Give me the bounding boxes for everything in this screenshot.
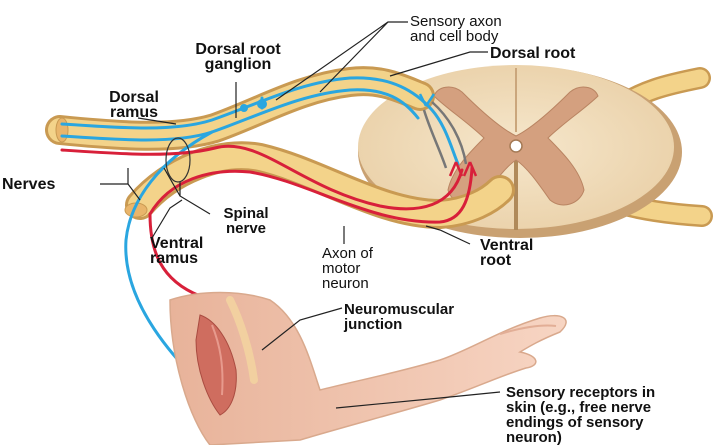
label-dorsal-ramus: Dorsal ramus	[96, 90, 172, 120]
label-ventral-root: Ventral root	[480, 238, 533, 268]
label-sensory-axon: Sensory axon and cell body	[410, 14, 502, 44]
label-neuromuscular-junction: Neuromuscular junction	[344, 302, 454, 332]
label-ventral-ramus: Ventral ramus	[150, 236, 203, 266]
label-dorsal-root-ganglion: Dorsal root ganglion	[168, 42, 308, 72]
label-spinal-nerve: Spinal nerve	[206, 206, 286, 236]
label-nerves: Nerves	[2, 177, 55, 192]
label-dorsal-root: Dorsal root	[490, 46, 575, 61]
label-sensory-receptors: Sensory receptors in skin (e.g., free ne…	[506, 385, 655, 445]
label-axon-of-motor-neuron: Axon of motor neuron	[322, 246, 373, 291]
